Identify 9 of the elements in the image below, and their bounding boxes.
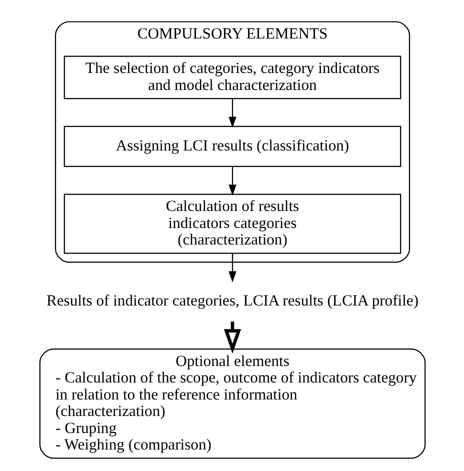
arrow: [228, 166, 236, 196]
arrow: [228, 253, 236, 282]
arrow: [223, 322, 241, 354]
node-box: Optional elements - Calculation of the scope, outcome of indicators category in relation to the reference information (characterization) - Gruping - Weighing (comparison): [38, 348, 426, 459]
node-box: Assigning LCI results (classification): [63, 126, 401, 168]
arrow: [228, 98, 236, 128]
node-box: Calculation of results indicators categories (characterization): [63, 194, 401, 254]
node-text: Results of indicator categories, LCIA results (LCIA profile): [46, 292, 418, 310]
node-box: The selection of categories, category indicators and model characterization: [63, 56, 401, 100]
